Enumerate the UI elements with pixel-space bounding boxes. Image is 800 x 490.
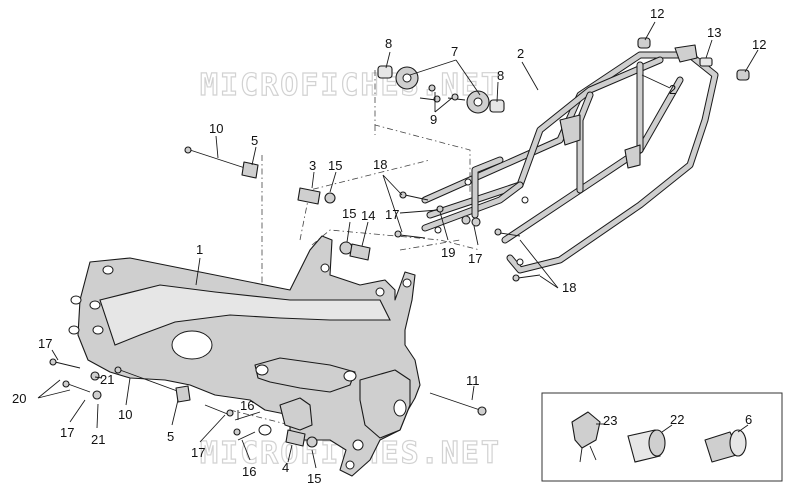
rear-subframe xyxy=(421,44,719,274)
part-label-15: 15 xyxy=(342,206,356,221)
part-label-5: 5 xyxy=(251,133,258,148)
mount-parts-top xyxy=(377,37,750,114)
part-label-21: 21 xyxy=(91,432,105,447)
watermark-top: MICROFICHES.NET xyxy=(200,68,501,103)
part-label-9: 9 xyxy=(430,112,437,127)
part-label-22: 22 xyxy=(670,412,684,427)
part-label-18: 18 xyxy=(373,157,387,172)
part-label-23: 23 xyxy=(603,413,617,428)
part-label-1: 1 xyxy=(196,242,203,257)
part-label-5: 5 xyxy=(167,429,174,444)
part-label-19: 19 xyxy=(441,245,455,260)
part-label-8: 8 xyxy=(385,36,392,51)
part-label-15: 15 xyxy=(328,158,342,173)
part-label-18: 18 xyxy=(562,280,576,295)
part-label-16: 16 xyxy=(240,398,254,413)
part-label-7: 7 xyxy=(451,44,458,59)
part-label-17: 17 xyxy=(38,336,52,351)
part-label-16: 16 xyxy=(242,464,256,479)
part-label-10: 10 xyxy=(209,121,223,136)
part-label-17: 17 xyxy=(60,425,74,440)
part-label-15: 15 xyxy=(307,471,321,486)
part-label-10: 10 xyxy=(118,407,132,422)
part-number-labels: 8 7 2 12 13 12 9 8 2 10 5 3 15 18 17 15 … xyxy=(12,6,766,486)
detail-box xyxy=(541,392,783,482)
part-label-17: 17 xyxy=(191,445,205,460)
part-label-12: 12 xyxy=(752,37,766,52)
bolts xyxy=(49,146,541,448)
part-label-17: 17 xyxy=(385,207,399,222)
part-label-2: 2 xyxy=(669,82,676,97)
part-label-12: 12 xyxy=(650,6,664,21)
main-frame xyxy=(68,235,421,477)
part-label-20: 20 xyxy=(12,391,26,406)
part-label-8: 8 xyxy=(497,68,504,83)
part-label-17: 17 xyxy=(468,251,482,266)
part-label-4: 4 xyxy=(282,460,289,475)
part-label-21: 21 xyxy=(100,372,114,387)
part-label-6: 6 xyxy=(745,412,752,427)
part-label-3: 3 xyxy=(309,158,316,173)
leader-lines xyxy=(37,21,759,469)
part-label-11: 11 xyxy=(466,373,480,388)
part-label-13: 13 xyxy=(707,25,721,40)
part-label-14: 14 xyxy=(361,208,375,223)
part-label-2: 2 xyxy=(517,46,524,61)
